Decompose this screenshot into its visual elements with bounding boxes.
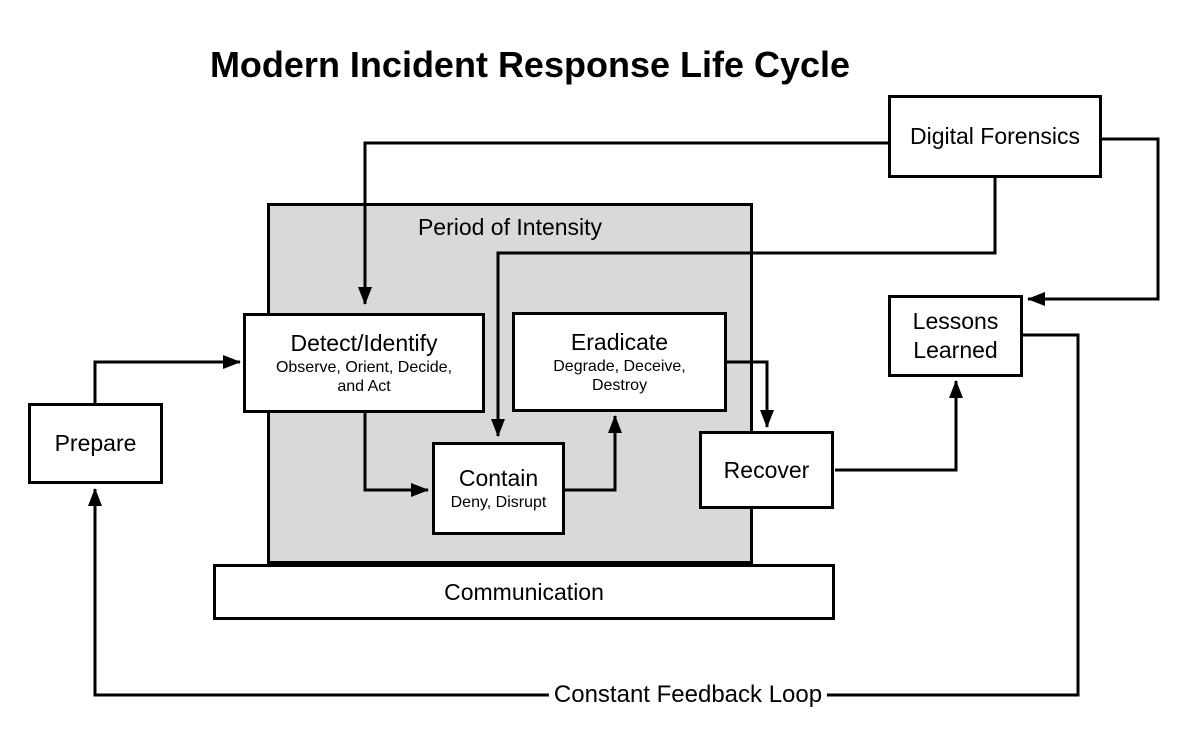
- lessons-learned-label: Lessons Learned: [912, 308, 999, 363]
- edge-detect-to-contain: [363, 413, 429, 497]
- detect-identify-label: Detect/Identify: [290, 330, 438, 357]
- edge-digital-forensics-to-lessons-learned: [1027, 137, 1160, 306]
- eradicate-sublabel: Degrade, Deceive, Destroy: [553, 357, 686, 395]
- recover-box: Recover: [699, 431, 834, 509]
- eradicate-box: Eradicate Degrade, Deceive, Destroy: [512, 312, 727, 412]
- edge-contain-to-eradicate: [565, 415, 622, 492]
- diagram-title: Modern Incident Response Life Cycle: [209, 44, 851, 85]
- edge-digital-forensics-to-detect: [358, 141, 888, 305]
- digital-forensics-label: Digital Forensics: [910, 123, 1080, 150]
- contain-sublabel: Deny, Disrupt: [450, 494, 547, 512]
- recover-label: Recover: [723, 456, 810, 483]
- communication-label: Communication: [444, 578, 604, 605]
- eradicate-label: Eradicate: [570, 329, 669, 356]
- communication-bar: Communication: [213, 564, 835, 620]
- contain-label: Contain: [458, 465, 539, 492]
- digital-forensics-box: Digital Forensics: [888, 95, 1102, 178]
- prepare-box: Prepare: [28, 403, 163, 484]
- constant-feedback-loop-label: Constant Feedback Loop: [548, 681, 828, 709]
- edge-digital-forensics-to-contain: [491, 178, 997, 437]
- lessons-learned-box: Lessons Learned: [888, 295, 1023, 377]
- edge-prepare-to-detect: [93, 355, 241, 403]
- detect-identify-sublabel: Observe, Orient, Decide, and Act: [275, 358, 453, 396]
- prepare-label: Prepare: [54, 430, 137, 457]
- edge-eradicate-to-recover: [727, 360, 774, 428]
- detect-identify-box: Detect/Identify Observe, Orient, Decide,…: [243, 313, 485, 413]
- period-of-intensity-label: Period of Intensity: [417, 214, 603, 240]
- edge-feedback-loop-to-prepare: [88, 333, 1080, 697]
- edge-recover-to-lessons-learned: [835, 380, 963, 472]
- contain-box: Contain Deny, Disrupt: [432, 442, 565, 535]
